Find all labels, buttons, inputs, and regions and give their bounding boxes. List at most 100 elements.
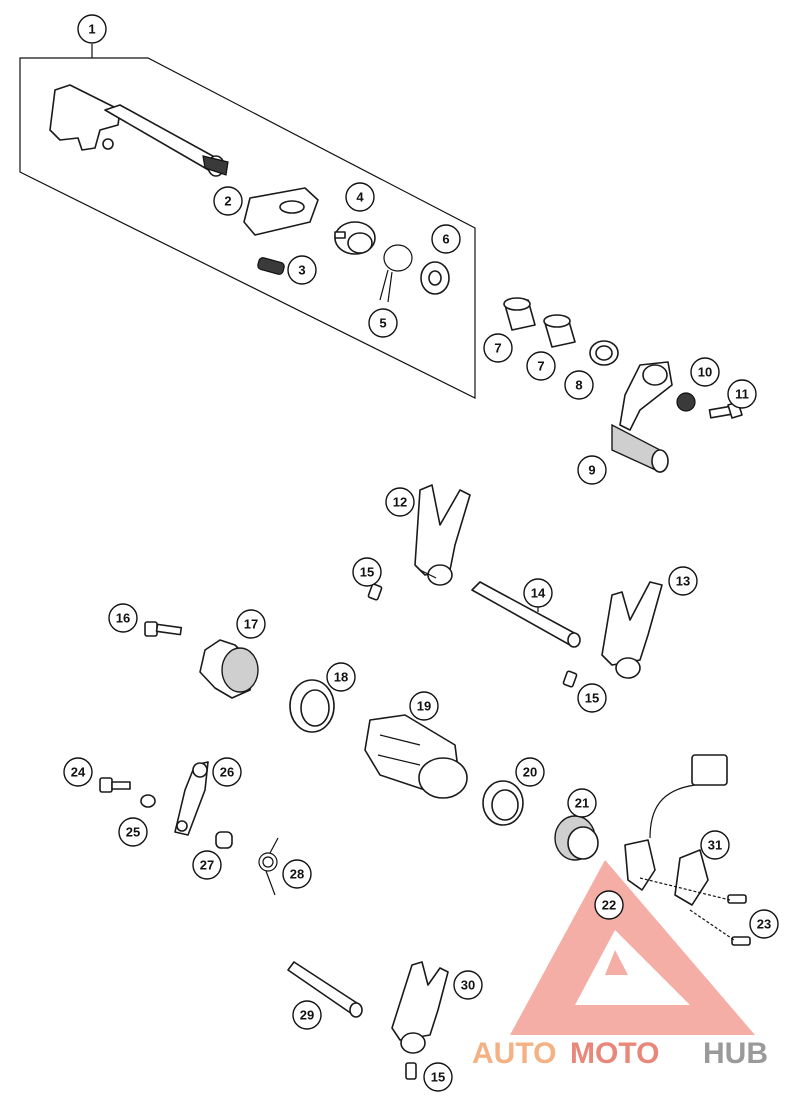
part-12-shift-fork <box>414 484 471 586</box>
callout-19: 19 <box>409 691 439 721</box>
svg-text:17: 17 <box>244 617 258 632</box>
svg-text:20: 20 <box>523 765 537 780</box>
part-24-bolt <box>99 777 131 793</box>
watermark-triangle-inner <box>575 930 690 1005</box>
svg-text:22: 22 <box>602 898 616 913</box>
svg-text:24: 24 <box>71 765 86 780</box>
svg-text:23: 23 <box>757 917 771 932</box>
svg-text:4: 4 <box>356 190 364 205</box>
svg-text:10: 10 <box>698 365 712 380</box>
svg-text:18: 18 <box>334 670 348 685</box>
part-30-shift-fork <box>391 961 449 1054</box>
part-18-bearing <box>289 679 335 733</box>
svg-text:2: 2 <box>224 194 231 209</box>
svg-text:28: 28 <box>290 867 304 882</box>
svg-text:29: 29 <box>300 1008 314 1023</box>
part-27-bushing <box>215 831 233 849</box>
part-22-gear-sensor <box>624 754 728 891</box>
callout-26: 26 <box>212 757 242 787</box>
callout-10: 10 <box>690 357 720 387</box>
callout-5: 5 <box>368 308 398 338</box>
part-20-bearing <box>482 780 524 826</box>
svg-text:16: 16 <box>116 611 130 626</box>
callout-16: 16 <box>108 603 138 633</box>
part-29-fork-rail <box>287 961 363 1018</box>
svg-text:9: 9 <box>588 463 595 478</box>
svg-text:26: 26 <box>220 765 234 780</box>
part-28-spring <box>258 837 279 896</box>
part-19-shift-drum <box>364 714 468 799</box>
watermark-text: AUTO MOTO HUB <box>472 1037 768 1070</box>
part-25-washer <box>140 794 156 808</box>
svg-text:6: 6 <box>442 232 449 247</box>
watermark-word-moto: MOTO <box>570 1037 659 1070</box>
callout-2: 2 <box>213 186 243 216</box>
callout-22: 22 <box>594 890 624 920</box>
part-9-shift-lever <box>611 361 673 474</box>
part-6-washer <box>420 261 450 295</box>
svg-text:12: 12 <box>393 495 407 510</box>
svg-text:30: 30 <box>461 978 475 993</box>
part-15-pin-b <box>562 670 578 688</box>
callout-20: 20 <box>515 757 545 787</box>
watermark-triangle-cut <box>605 950 628 975</box>
part-10-washer <box>676 392 696 412</box>
callout-27: 27 <box>192 850 222 880</box>
assembly-group-frame <box>19 57 476 399</box>
callout-9: 9 <box>577 455 607 485</box>
callout-31: 31 <box>700 830 730 860</box>
callout-3: 3 <box>287 255 317 285</box>
callout-13: 13 <box>668 566 698 596</box>
callout-18: 18 <box>326 662 356 692</box>
svg-text:7: 7 <box>537 359 544 374</box>
watermark-word-hub: HUB <box>703 1037 768 1070</box>
part-15-pin-c <box>405 1062 417 1080</box>
callout-7a: 7 <box>483 333 513 363</box>
callout-6: 6 <box>431 224 461 254</box>
watermark-logo <box>510 860 755 1035</box>
callout-15b: 15 <box>577 683 607 713</box>
svg-text:1: 1 <box>88 22 95 37</box>
svg-text:11: 11 <box>735 387 749 402</box>
svg-text:15: 15 <box>431 1070 445 1085</box>
callout-4: 4 <box>345 182 375 212</box>
svg-text:7: 7 <box>494 341 501 356</box>
part-2-slot <box>279 200 305 214</box>
svg-text:15: 15 <box>360 565 374 580</box>
callout-15c: 15 <box>423 1062 453 1092</box>
part-1-shift-shaft <box>49 84 229 177</box>
part-4-bushing <box>334 221 376 255</box>
svg-text:27: 27 <box>200 858 214 873</box>
part-26-locking-lever <box>174 761 209 836</box>
callout-12: 12 <box>385 487 415 517</box>
svg-text:5: 5 <box>379 316 386 331</box>
callout-21: 21 <box>567 788 597 818</box>
callout-24: 24 <box>63 757 93 787</box>
svg-text:25: 25 <box>126 825 140 840</box>
callout-23: 23 <box>749 909 779 939</box>
callout-29: 29 <box>292 1000 322 1030</box>
callout-15a: 15 <box>352 557 382 587</box>
part-7-bushing-a <box>503 297 536 331</box>
svg-text:21: 21 <box>575 796 589 811</box>
part-23-screws <box>639 877 751 946</box>
svg-text:14: 14 <box>531 586 546 601</box>
part-2-plate <box>243 187 319 236</box>
svg-text:8: 8 <box>575 378 582 393</box>
part-15-pin-a <box>367 583 383 601</box>
part-21-drum-end <box>554 815 599 861</box>
svg-text:13: 13 <box>676 574 690 589</box>
part-14-fork-rail <box>471 581 581 648</box>
part-7-bushing-b <box>543 314 576 348</box>
callout-17: 17 <box>236 609 266 639</box>
part-5-spring-clip <box>379 244 413 303</box>
callout-8: 8 <box>564 370 594 400</box>
svg-text:3: 3 <box>298 263 305 278</box>
callout-14: 14 <box>523 578 553 608</box>
part-16-screw <box>144 621 183 637</box>
part-17-shift-star <box>199 639 259 699</box>
part-11-bolt <box>708 401 743 419</box>
part-13-shift-fork <box>601 581 663 679</box>
svg-text:19: 19 <box>417 699 431 714</box>
